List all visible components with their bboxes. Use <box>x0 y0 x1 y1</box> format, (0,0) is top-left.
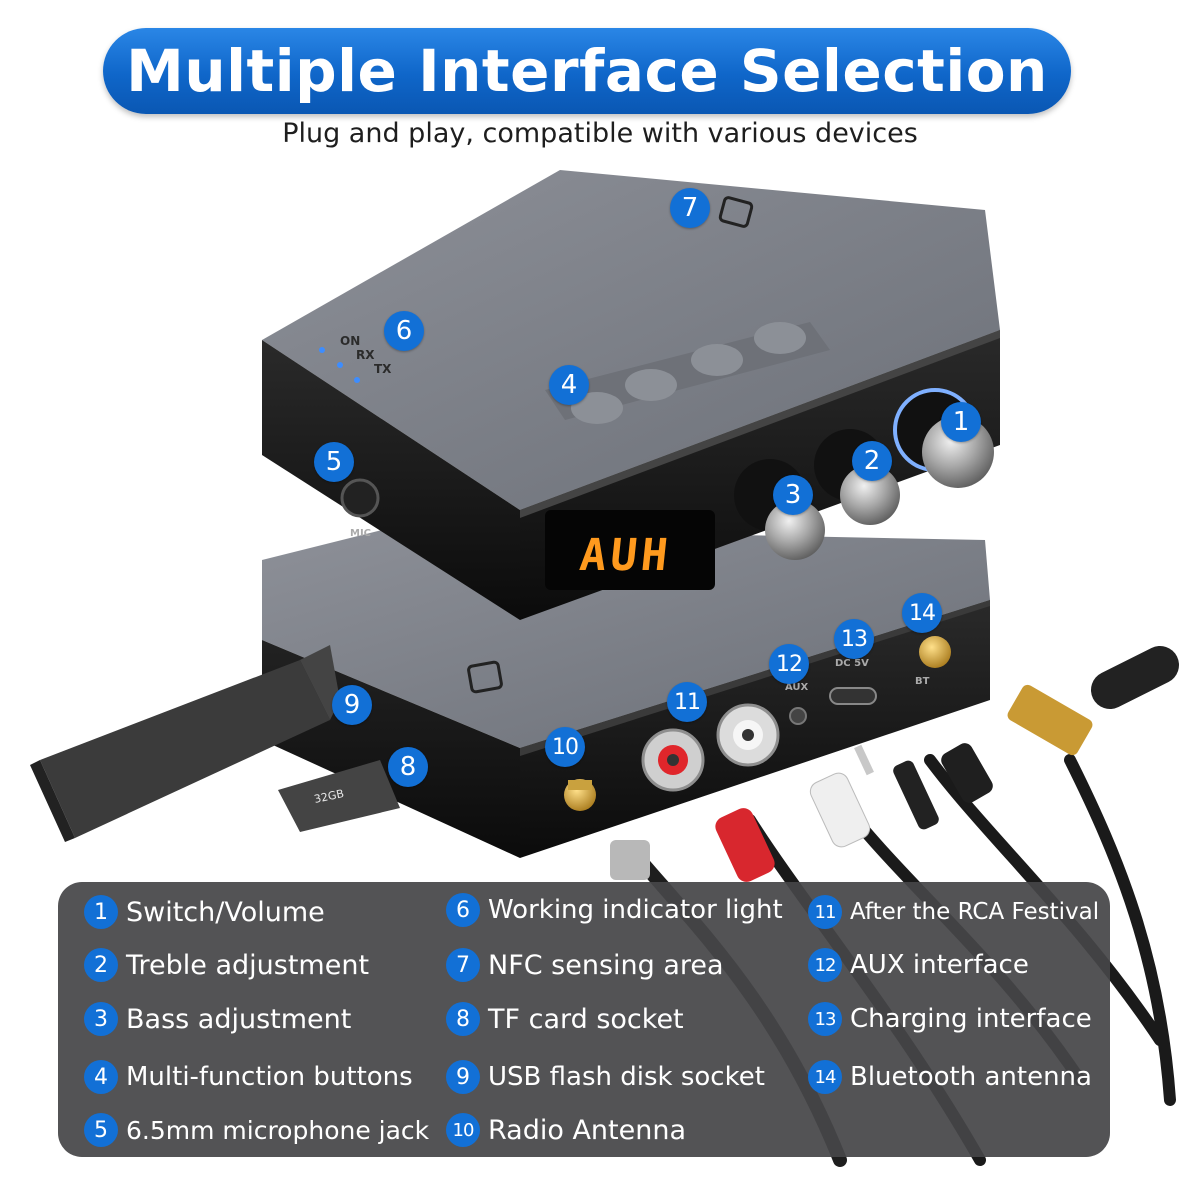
legend-label: Treble adjustment <box>126 949 370 981</box>
legend-item-14: 14 Bluetooth antenna <box>808 1057 1092 1097</box>
led-display-text: AUH <box>577 530 675 581</box>
legend-number: 11 <box>808 895 842 929</box>
sd-card <box>278 760 400 832</box>
legend-item-1: 1 Switch/Volume <box>84 892 325 932</box>
legend-item-3: 3 Bass adjustment <box>84 999 351 1039</box>
callout-10: 10 <box>545 727 585 767</box>
legend-number: 9 <box>446 1060 480 1094</box>
dc-label: DC 5V <box>835 658 869 669</box>
mic-label: MIC <box>350 528 372 539</box>
legend-item-13: 13 Charging interface <box>808 999 1092 1039</box>
callout-2: 2 <box>852 441 892 481</box>
legend-number: 4 <box>84 1060 118 1094</box>
legend-label: Bass adjustment <box>126 1003 352 1035</box>
callout-14: 14 <box>902 593 942 633</box>
upper-device <box>262 170 1000 620</box>
legend-number: 14 <box>808 1060 842 1094</box>
legend-number: 12 <box>808 948 842 982</box>
callout-9: 9 <box>332 685 372 725</box>
legend-item-6: 6 Working indicator light <box>446 890 783 930</box>
callout-6: 6 <box>384 311 424 351</box>
callout-8: 8 <box>388 747 428 787</box>
legend-number: 1 <box>84 895 118 929</box>
feature-legend: 1 Switch/Volume 2 Treble adjustment 3 Ba… <box>58 882 1110 1157</box>
legend-label: TF card socket <box>488 1003 684 1035</box>
legend-item-10: 10 Radio Antenna <box>446 1110 686 1150</box>
legend-label: Charging interface <box>850 1004 1092 1034</box>
legend-label: NFC sensing area <box>488 949 724 981</box>
indicator-label-tx: TX <box>374 362 392 376</box>
legend-item-12: 12 AUX interface <box>808 945 1029 985</box>
legend-label: Bluetooth antenna <box>850 1062 1092 1092</box>
callout-1: 1 <box>941 402 981 442</box>
legend-item-11: 11 After the RCA Festival <box>808 892 1099 932</box>
legend-item-2: 2 Treble adjustment <box>84 945 369 985</box>
callout-5: 5 <box>314 442 354 482</box>
legend-item-9: 9 USB flash disk socket <box>446 1057 765 1097</box>
usb-stick <box>30 645 340 842</box>
legend-number: 5 <box>84 1113 118 1147</box>
legend-number: 8 <box>446 1002 480 1036</box>
callout-7: 7 <box>670 188 710 228</box>
legend-number: 13 <box>808 1002 842 1036</box>
legend-number: 7 <box>446 948 480 982</box>
legend-item-5: 5 6.5mm microphone jack <box>84 1110 429 1150</box>
legend-number: 6 <box>446 893 480 927</box>
callout-13: 13 <box>834 619 874 659</box>
callout-12: 12 <box>769 644 809 684</box>
legend-number: 3 <box>84 1002 118 1036</box>
callout-11: 11 <box>667 682 707 722</box>
legend-item-8: 8 TF card socket <box>446 999 684 1039</box>
legend-number: 2 <box>84 948 118 982</box>
legend-label: Multi-function buttons <box>126 1062 413 1092</box>
bt-label: BT <box>915 676 930 687</box>
legend-item-4: 4 Multi-function buttons <box>84 1057 413 1097</box>
cable-plugs <box>610 684 1093 882</box>
legend-item-7: 7 NFC sensing area <box>446 945 724 985</box>
title-banner: Multiple Interface Selection <box>103 28 1071 114</box>
legend-label: 6.5mm microphone jack <box>126 1115 430 1145</box>
legend-label: After the RCA Festival <box>850 899 1100 925</box>
page-subtitle: Plug and play, compatible with various d… <box>282 118 918 149</box>
legend-label: Switch/Volume <box>126 896 325 928</box>
legend-number: 10 <box>446 1113 480 1147</box>
legend-label: Radio Antenna <box>488 1114 687 1146</box>
indicator-label-on: ON <box>340 334 361 348</box>
legend-label: USB flash disk socket <box>488 1062 765 1092</box>
callout-3: 3 <box>773 475 813 515</box>
callout-4: 4 <box>549 365 589 405</box>
page-title: Multiple Interface Selection <box>126 37 1048 105</box>
legend-label: Working indicator light <box>488 895 783 925</box>
legend-label: AUX interface <box>850 950 1029 980</box>
aux-label: AUX <box>785 682 809 693</box>
indicator-label-rx: RX <box>356 348 375 362</box>
